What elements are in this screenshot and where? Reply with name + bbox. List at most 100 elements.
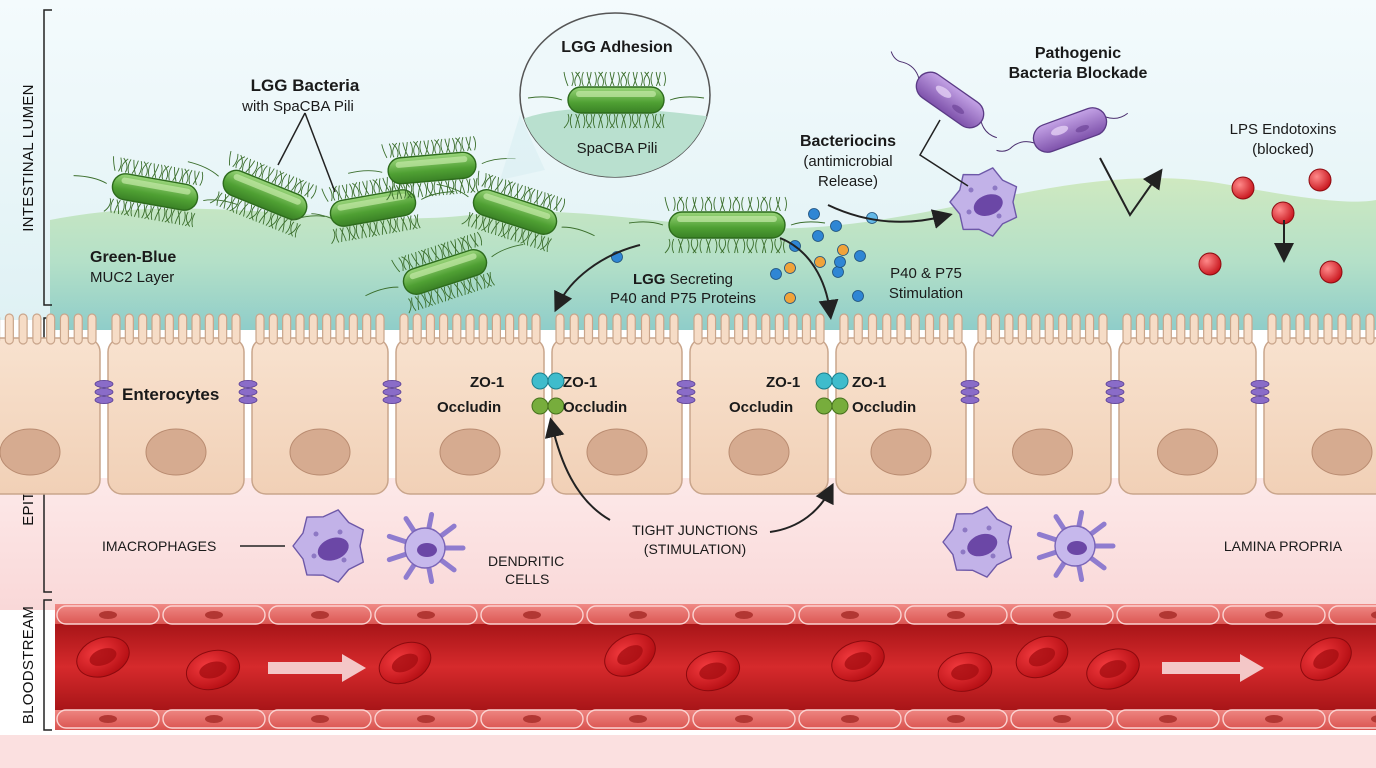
mucus-title: Green-Blue: [90, 249, 176, 266]
wall-cell: [692, 709, 796, 729]
arrow-to-junction-right: [779, 237, 839, 320]
wall-cell: [692, 605, 796, 625]
arrow-tj-up: [544, 417, 611, 521]
occludin-label-2: Occludin: [563, 399, 627, 416]
lps-subtitle: (blocked): [1252, 141, 1314, 158]
nucleus: [586, 428, 648, 476]
protein-molecule: [830, 220, 842, 232]
flow-arrow-icon: [1162, 654, 1264, 682]
wall-cell: [162, 709, 266, 729]
enterocyte-cell: [835, 313, 967, 495]
junction-protein: [960, 387, 980, 396]
nucleus: [1157, 428, 1218, 476]
junction-protein: [1105, 395, 1125, 404]
wall-cell: [586, 605, 690, 625]
wall-nucleus: [205, 715, 223, 723]
adhesion-title: LGG Adhesion: [561, 39, 672, 56]
occludin-protein: [531, 397, 549, 415]
dendritic-nucleus: [1067, 541, 1087, 555]
secreting-label-line1: LGG Secreting: [633, 271, 733, 288]
enterocytes-label: Enterocytes: [122, 385, 219, 404]
enterocyte-cell: [551, 313, 683, 495]
enterocyte-row: [0, 313, 1376, 495]
pathogenic-bacteria: [890, 51, 1129, 153]
junction-protein: [382, 395, 402, 404]
dendritic-label-line2: CELLS: [505, 571, 549, 587]
bacteriocins-title: Bacteriocins: [800, 133, 896, 150]
dendritic-label-line1: DENDRITIC: [488, 553, 564, 569]
bacteriocins-line2: (antimicrobial: [803, 153, 892, 170]
wall-nucleus: [311, 715, 329, 723]
junction-protein: [676, 379, 696, 388]
wall-nucleus: [205, 611, 223, 619]
protein-molecule: [852, 290, 864, 302]
red-blood-cell: [604, 633, 656, 677]
junction-protein: [960, 379, 980, 388]
pathogenic-title-line1: Pathogenic: [1035, 45, 1121, 62]
junction-protein: [238, 387, 258, 396]
junction-protein: [238, 379, 258, 388]
junction-protein: [94, 387, 114, 396]
protein-molecule: [837, 244, 849, 256]
lgg-bacterium: [365, 231, 524, 314]
stimulation-title: P40 & P75: [890, 265, 962, 282]
wall-nucleus: [523, 715, 541, 723]
lamina-propria-label: LAMINA PROPRIA: [1224, 538, 1343, 554]
dendritic-cell: [1036, 510, 1116, 582]
adhesion-subtitle: SpaCBA Pili: [577, 140, 658, 157]
enterocyte-cell: [1263, 313, 1376, 495]
lgg-bacteria-subtitle: with SpaCBA Pili: [241, 98, 354, 115]
secreting-label-line2: P40 and P75 Proteins: [610, 290, 756, 307]
occludin-protein: [815, 397, 833, 415]
wall-cell: [1222, 709, 1326, 729]
wall-cell: [904, 605, 1008, 625]
immune-cells: [292, 167, 1116, 584]
wall-cell: [1010, 709, 1114, 729]
adhesion-inset: LGG Adhesion SpaCBA Pili: [500, 12, 711, 180]
wall-nucleus: [841, 715, 859, 723]
wall-cell: [268, 709, 372, 729]
wall-nucleus: [1159, 611, 1177, 619]
arrow-to-macrophage: [827, 204, 953, 229]
nucleus: [870, 428, 932, 476]
p40-p75-proteins: [611, 208, 878, 304]
protein-molecule: [854, 250, 866, 262]
section-label-lumen: INTESTINAL LUMEN: [20, 84, 37, 232]
nucleus: [1012, 428, 1073, 476]
nucleus: [728, 428, 790, 476]
section-label-bloodstream: BLOODSTREAM: [20, 606, 37, 724]
wall-cell: [586, 709, 690, 729]
protein-molecule: [770, 268, 782, 280]
wall-nucleus: [523, 611, 541, 619]
secreting-bold: LGG: [633, 271, 666, 288]
wall-cell: [56, 605, 160, 625]
arrow-tj-right: [769, 482, 834, 533]
wall-cell: [480, 709, 584, 729]
wall-cell: [56, 709, 160, 729]
mucus-subtitle: MUC2 Layer: [90, 269, 174, 286]
macrophage-nucleus: [317, 537, 349, 561]
zo1-protein: [831, 372, 849, 390]
wall-nucleus: [1371, 715, 1376, 723]
junction-protein: [382, 387, 402, 396]
macrophage-cell: [292, 509, 364, 583]
wall-nucleus: [629, 611, 647, 619]
lps-molecule: [1319, 260, 1343, 284]
enterocyte-cell: [973, 313, 1112, 495]
protein-molecule: [814, 256, 826, 268]
nucleus: [145, 428, 207, 476]
zo1-protein: [531, 372, 549, 390]
protein-molecule: [812, 230, 824, 242]
protein-molecule: [834, 256, 846, 268]
enterocyte-cell: [107, 313, 245, 495]
enterocyte-cell: [0, 313, 101, 495]
junction-protein: [94, 395, 114, 404]
callout-lines: [240, 112, 969, 547]
zo1-label-2: ZO-1: [563, 374, 597, 391]
lps-endotoxins: [1198, 168, 1343, 284]
wall-cell: [162, 605, 266, 625]
nucleus: [439, 428, 501, 476]
macrophage-nucleus: [973, 194, 1003, 216]
inset-bacterium: [527, 71, 705, 129]
